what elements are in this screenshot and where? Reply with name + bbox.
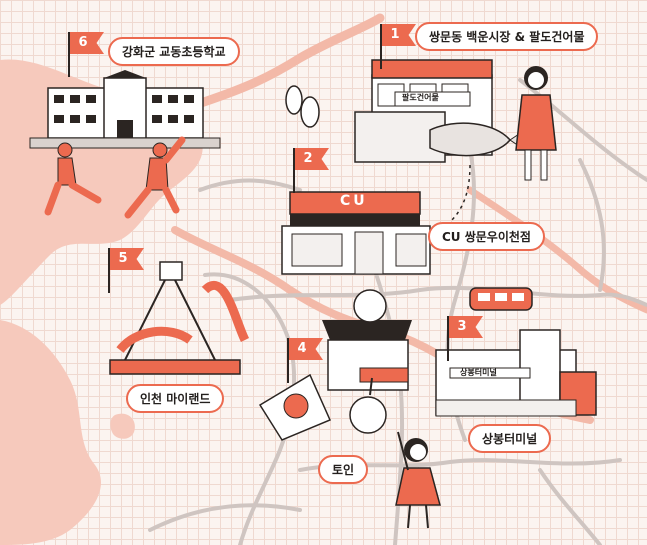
- location-label-4[interactable]: 토인: [318, 455, 369, 484]
- road: [148, 503, 302, 532]
- small-island-shape: [110, 413, 135, 439]
- runner-figure-1: [44, 142, 102, 216]
- road: [518, 78, 647, 182]
- incheon-coast-shape: [0, 320, 101, 545]
- flag-number: 5: [118, 251, 128, 266]
- route-line: [419, 164, 471, 241]
- tree-illustration: [285, 85, 320, 128]
- bus-terminal-sign: 상봉터미널: [460, 368, 497, 377]
- flag-number: 6: [78, 35, 88, 50]
- dried-fish-shop-sign: 팔도건어물: [402, 93, 439, 102]
- market-illustration: [354, 59, 529, 163]
- runner-figure-2: [124, 136, 186, 219]
- road: [228, 285, 647, 307]
- squid-game-doll: [515, 66, 557, 181]
- small-island-shape: [25, 392, 59, 424]
- flag-number: 1: [390, 27, 400, 42]
- waving-girl-figure: [395, 431, 441, 529]
- cu-store-sign: CU: [340, 193, 368, 209]
- flag-number: 4: [297, 341, 307, 356]
- location-label-6[interactable]: 강화군 교동초등학교: [108, 37, 240, 66]
- location-label-2[interactable]: CU 쌍문우이천점: [428, 222, 545, 251]
- location-label-3[interactable]: 상봉터미널: [468, 424, 552, 453]
- bus-terminal-illustration: [435, 329, 597, 417]
- ride-illustration: [109, 261, 250, 375]
- cu-store-illustration: [281, 191, 431, 275]
- river: [466, 186, 647, 314]
- flag-number: 3: [457, 319, 467, 334]
- toin-shop-illustration: [258, 289, 412, 441]
- train-illustration: [469, 287, 533, 311]
- school-illustration: [29, 70, 221, 149]
- location-label-5[interactable]: 인천 마이랜드: [126, 384, 225, 413]
- road: [538, 468, 602, 545]
- location-label-1[interactable]: 쌍문동 백운시장 & 팔도건어물: [415, 22, 599, 51]
- road: [578, 158, 606, 292]
- river: [190, 13, 385, 110]
- road: [198, 178, 302, 192]
- flag-number: 2: [303, 151, 313, 166]
